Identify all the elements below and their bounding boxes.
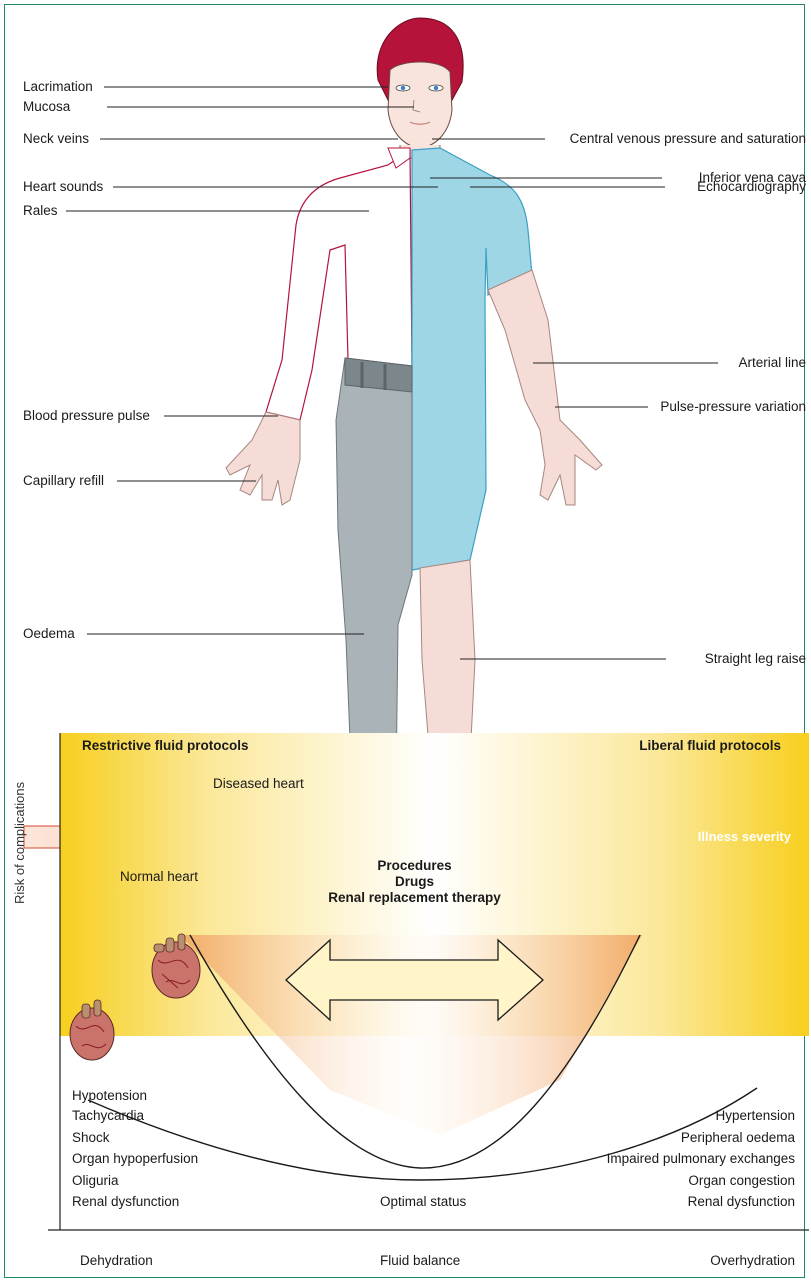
hand-left bbox=[226, 412, 300, 505]
right-effect-3: Organ congestion bbox=[688, 1173, 795, 1189]
label-capillary-refill: Capillary refill bbox=[23, 473, 104, 489]
label-echocardiography: Echocardiography bbox=[697, 179, 806, 195]
label-mucosa: Mucosa bbox=[23, 99, 70, 115]
severity-label: Illness severity bbox=[698, 829, 791, 845]
restrictive-label: Restrictive fluid protocols bbox=[82, 738, 249, 754]
label-lacrimation: Lacrimation bbox=[23, 79, 93, 95]
center-arrow-line-1: Procedures bbox=[286, 858, 543, 874]
label-pulse-pressure-variation: Pulse-pressure variation bbox=[660, 399, 806, 415]
right-effect-2: Impaired pulmonary exchanges bbox=[607, 1151, 795, 1167]
x-label-fluid-balance: Fluid balance bbox=[380, 1253, 460, 1269]
left-effect-2: Shock bbox=[72, 1130, 110, 1146]
label-arterial-line: Arterial line bbox=[738, 355, 806, 371]
left-effect-1: Tachycardia bbox=[72, 1108, 144, 1124]
x-label-overhydration: Overhydration bbox=[710, 1253, 795, 1269]
diseased-heart-label: Diseased heart bbox=[213, 776, 304, 792]
left-effect-0: Hypotension bbox=[72, 1088, 147, 1104]
head bbox=[377, 18, 463, 158]
right-effect-0: Hypertension bbox=[715, 1108, 795, 1124]
left-effect-3: Organ hypoperfusion bbox=[72, 1151, 198, 1167]
right-effect-4: Renal dysfunction bbox=[688, 1194, 795, 1210]
optimal-status-label: Optimal status bbox=[380, 1194, 466, 1210]
arm-bare bbox=[488, 270, 602, 505]
liberal-label: Liberal fluid protocols bbox=[639, 738, 781, 754]
label-rales: Rales bbox=[23, 203, 58, 219]
trousers bbox=[336, 358, 412, 790]
label-neck-veins: Neck veins bbox=[23, 131, 89, 147]
label-cvp-saturation: Central venous pressure and saturation bbox=[570, 131, 806, 147]
normal-heart-label: Normal heart bbox=[120, 869, 198, 885]
label-oedema: Oedema bbox=[23, 626, 75, 642]
left-effect-4: Oliguria bbox=[72, 1173, 119, 1189]
label-blood-pressure-pulse: Blood pressure pulse bbox=[23, 408, 150, 424]
y-axis-label: Risk of complications bbox=[12, 784, 28, 904]
right-effect-1: Peripheral oedema bbox=[681, 1130, 795, 1146]
x-label-dehydration: Dehydration bbox=[80, 1253, 153, 1269]
left-effect-5: Renal dysfunction bbox=[72, 1194, 179, 1210]
center-arrow-line-2: Drugs bbox=[286, 874, 543, 890]
label-heart-sounds: Heart sounds bbox=[23, 179, 103, 195]
label-straight-leg-raise: Straight leg raise bbox=[705, 651, 806, 667]
center-arrow-line-3: Renal replacement therapy bbox=[286, 890, 543, 906]
